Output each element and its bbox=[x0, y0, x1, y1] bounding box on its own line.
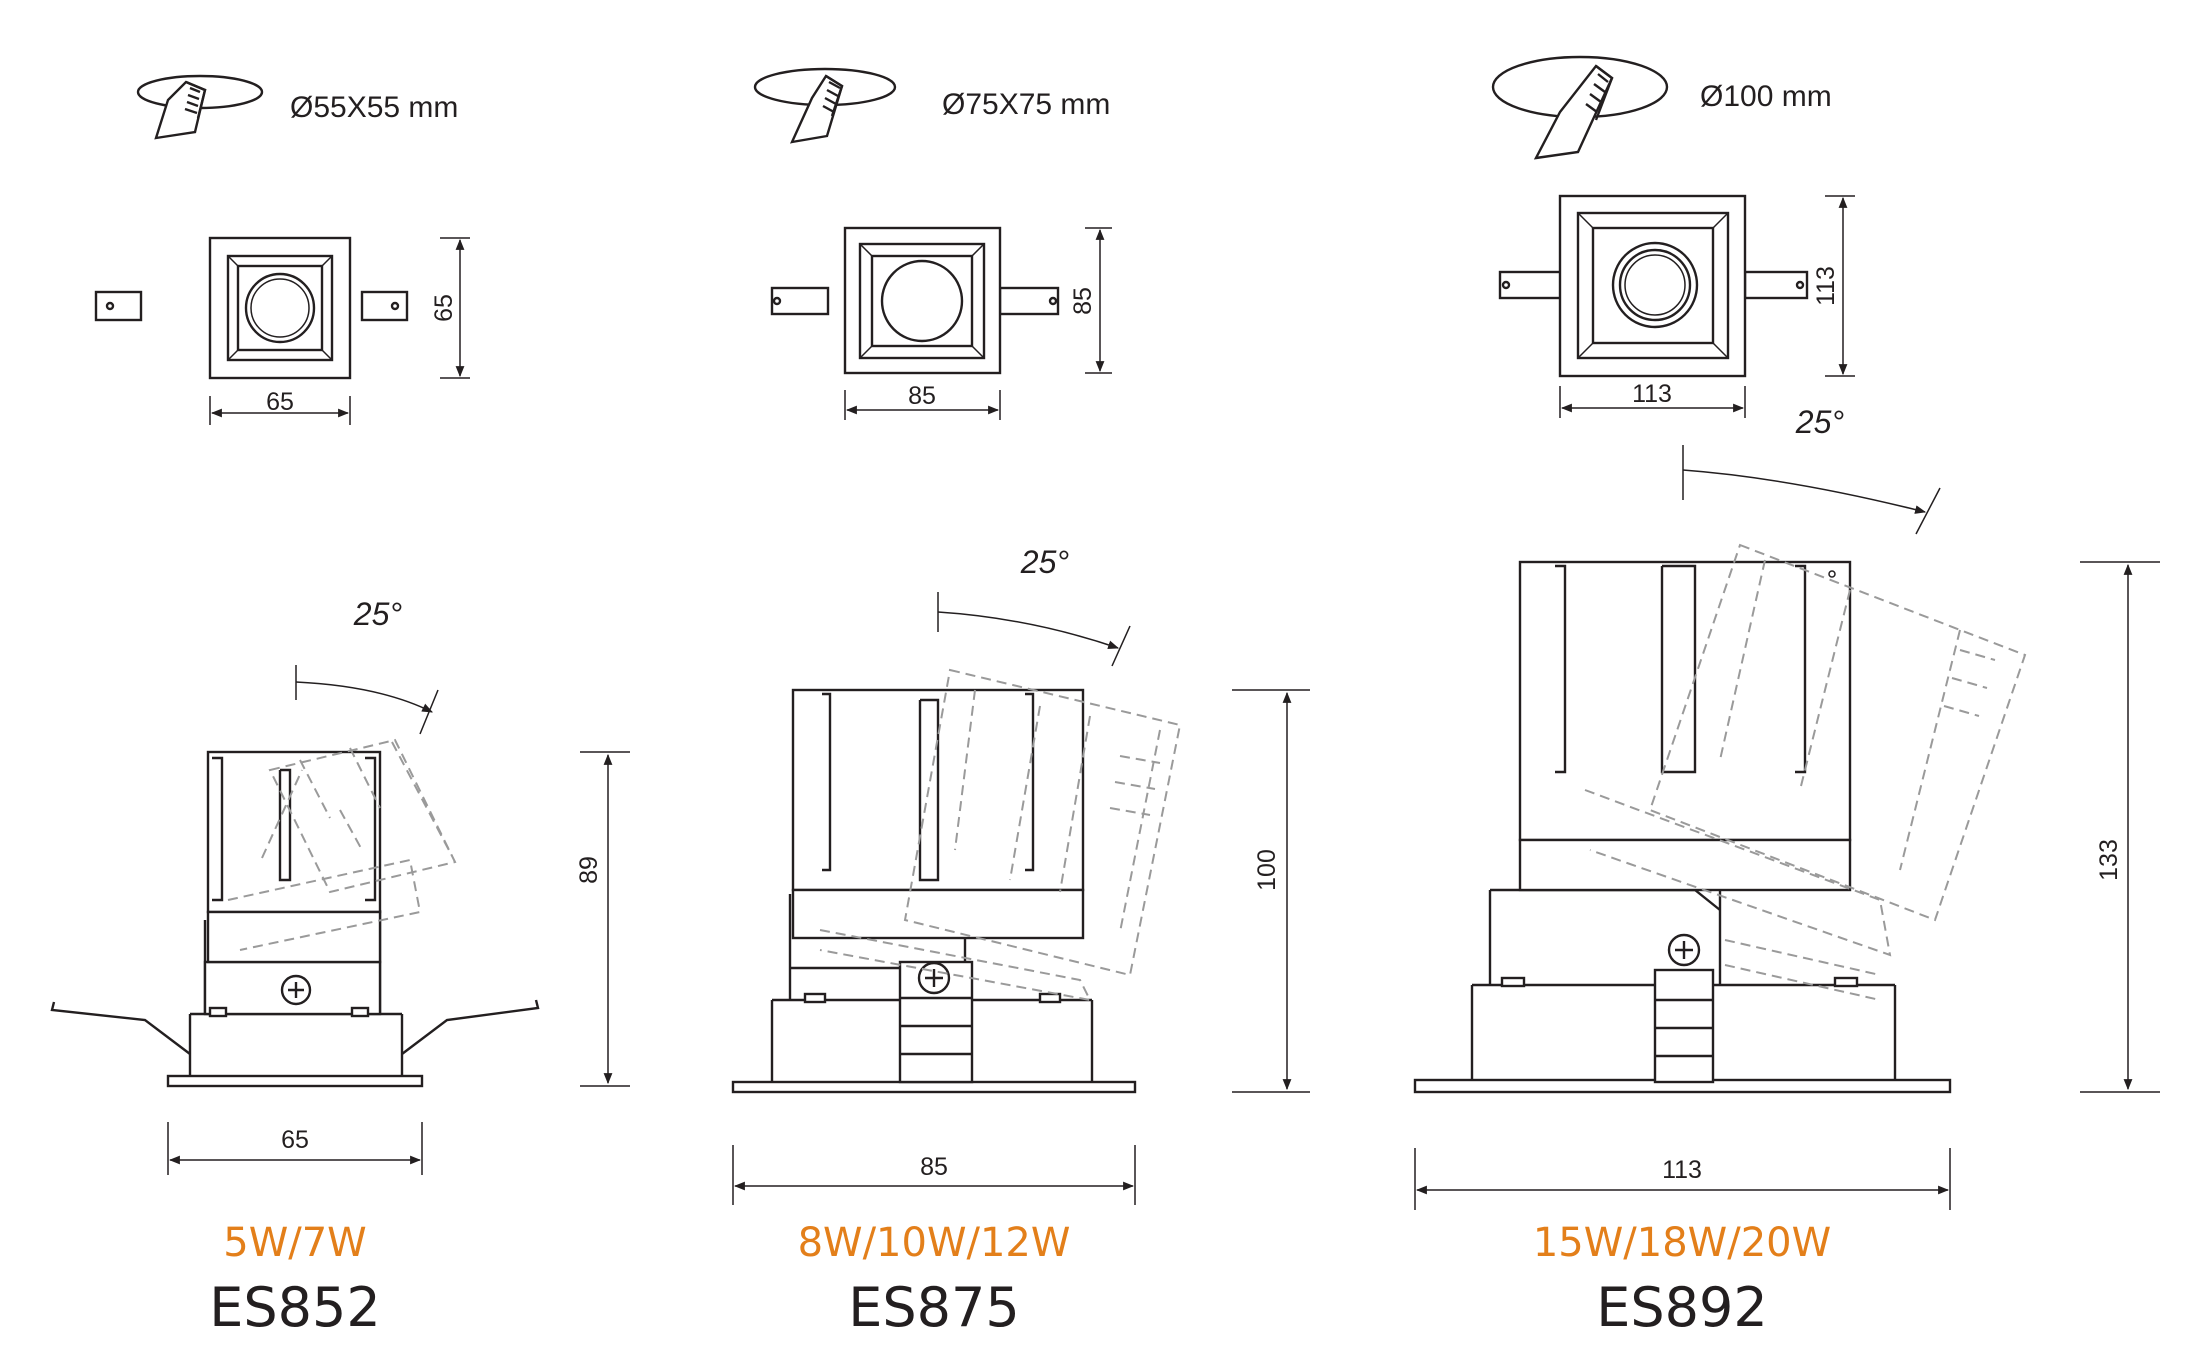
front-width-label: 85 bbox=[908, 382, 936, 410]
product-es875: Ø75X75 mm 85 85 bbox=[731, 67, 1310, 1339]
tilt-angle-label: 25° bbox=[1020, 544, 1070, 580]
front-view bbox=[1498, 194, 1809, 378]
tilt-arc bbox=[1682, 445, 1941, 535]
cutout-icon bbox=[136, 74, 264, 140]
front-width-dim bbox=[209, 396, 351, 425]
front-height-label: 85 bbox=[1069, 287, 1097, 315]
side-width-dim bbox=[167, 1122, 423, 1175]
front-width-label: 113 bbox=[1632, 380, 1672, 408]
side-width-dim bbox=[1414, 1148, 1951, 1210]
side-view bbox=[731, 688, 1137, 1094]
side-height-label: 133 bbox=[2095, 839, 2123, 881]
cutout-label: Ø75X75 mm bbox=[942, 88, 1110, 121]
side-width-label: 113 bbox=[1662, 1156, 1702, 1184]
side-tilt-ghost bbox=[227, 738, 457, 951]
model-label: ES892 bbox=[1596, 1276, 1767, 1339]
front-height-dim bbox=[440, 237, 470, 379]
product-es852: Ø55X55 mm 65 65 bbox=[50, 74, 630, 1339]
side-width-dim bbox=[732, 1145, 1136, 1205]
product-es892: Ø100 mm 113 113 bbox=[1413, 55, 2160, 1339]
tilt-angle-label: 25° bbox=[353, 596, 403, 632]
front-width-dim bbox=[1559, 386, 1746, 418]
front-width-dim bbox=[844, 390, 1001, 420]
cutout-icon bbox=[1491, 55, 1669, 160]
power-label: 15W/18W/20W bbox=[1533, 1220, 1831, 1266]
front-height-label: 113 bbox=[1812, 266, 1840, 306]
cutout-label: Ø100 mm bbox=[1700, 80, 1832, 113]
tilt-angle-label: 25° bbox=[1795, 404, 1845, 440]
cutout-icon bbox=[753, 67, 897, 144]
side-tilt-ghost bbox=[819, 668, 1182, 1002]
front-height-dim bbox=[1085, 227, 1112, 374]
model-label: ES875 bbox=[848, 1276, 1019, 1339]
side-height-label: 100 bbox=[1253, 849, 1281, 891]
side-height-dim bbox=[1232, 689, 1310, 1093]
side-tilt-ghost bbox=[1584, 543, 2027, 1001]
side-width-label: 65 bbox=[281, 1126, 309, 1154]
front-height-dim bbox=[1825, 195, 1855, 377]
side-view bbox=[1413, 560, 1952, 1094]
side-height-dim bbox=[580, 751, 630, 1087]
side-view bbox=[50, 750, 540, 1088]
side-height-dim bbox=[2080, 561, 2160, 1093]
cutout-label: Ø55X55 mm bbox=[290, 91, 458, 124]
power-label: 8W/10W/12W bbox=[798, 1220, 1071, 1266]
side-width-label: 85 bbox=[920, 1153, 948, 1181]
front-height-label: 65 bbox=[430, 294, 458, 322]
tilt-arc bbox=[937, 592, 1131, 667]
model-label: ES852 bbox=[209, 1276, 380, 1339]
power-label: 5W/7W bbox=[223, 1220, 366, 1266]
tilt-arc bbox=[295, 665, 439, 735]
side-height-label: 89 bbox=[575, 856, 603, 884]
front-view bbox=[94, 236, 409, 380]
front-width-label: 65 bbox=[266, 388, 294, 416]
front-view bbox=[770, 226, 1060, 375]
